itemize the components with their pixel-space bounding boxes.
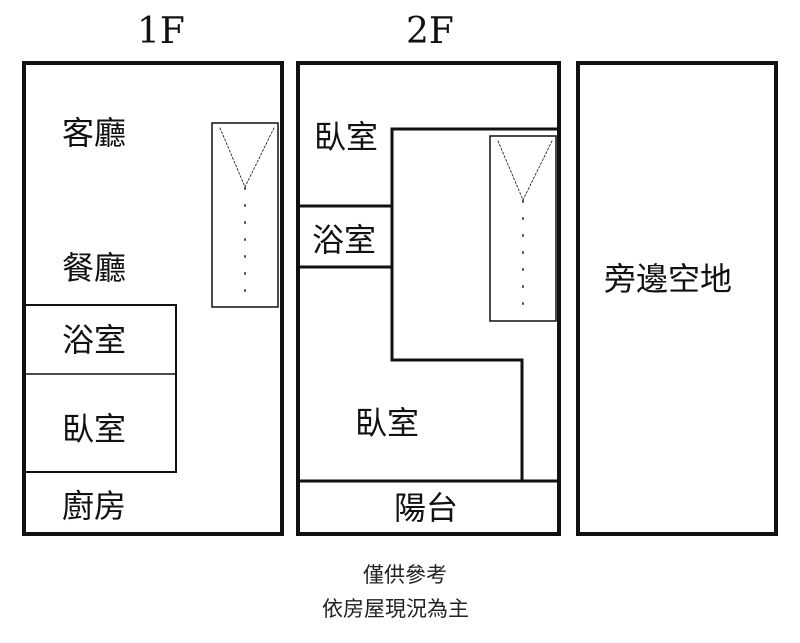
side-lot-outline	[576, 61, 778, 536]
side-empty-lot-label: 旁邊空地	[604, 260, 733, 298]
second-floor-main-bedroom-label: 臥室	[355, 404, 420, 442]
first-floor-stairs	[211, 122, 279, 308]
second-floor-balcony-label: 陽台	[394, 489, 459, 527]
second-floor-title: 2F	[406, 11, 454, 52]
first-floor-bathroom-label: 浴室	[62, 321, 127, 359]
second-floor-stairs	[489, 135, 557, 322]
second-floor-bathroom-label: 浴室	[312, 221, 377, 259]
first-floor-outline	[22, 61, 284, 536]
second-floor-outline	[296, 61, 561, 536]
disclaimer-line-2: 依房屋現況為主	[322, 597, 469, 621]
first-floor-kitchen-label: 廚房	[62, 487, 127, 525]
first-floor-title: 1F	[137, 11, 185, 52]
first-floor-bedroom-label: 臥室	[62, 410, 127, 448]
disclaimer-line-1: 僅供參考	[363, 563, 447, 587]
first-floor-dining-room-label: 餐廳	[62, 249, 127, 287]
first-floor-living-room-label: 客廳	[62, 114, 127, 152]
second-floor-upper-bedroom-label: 臥室	[314, 118, 379, 156]
